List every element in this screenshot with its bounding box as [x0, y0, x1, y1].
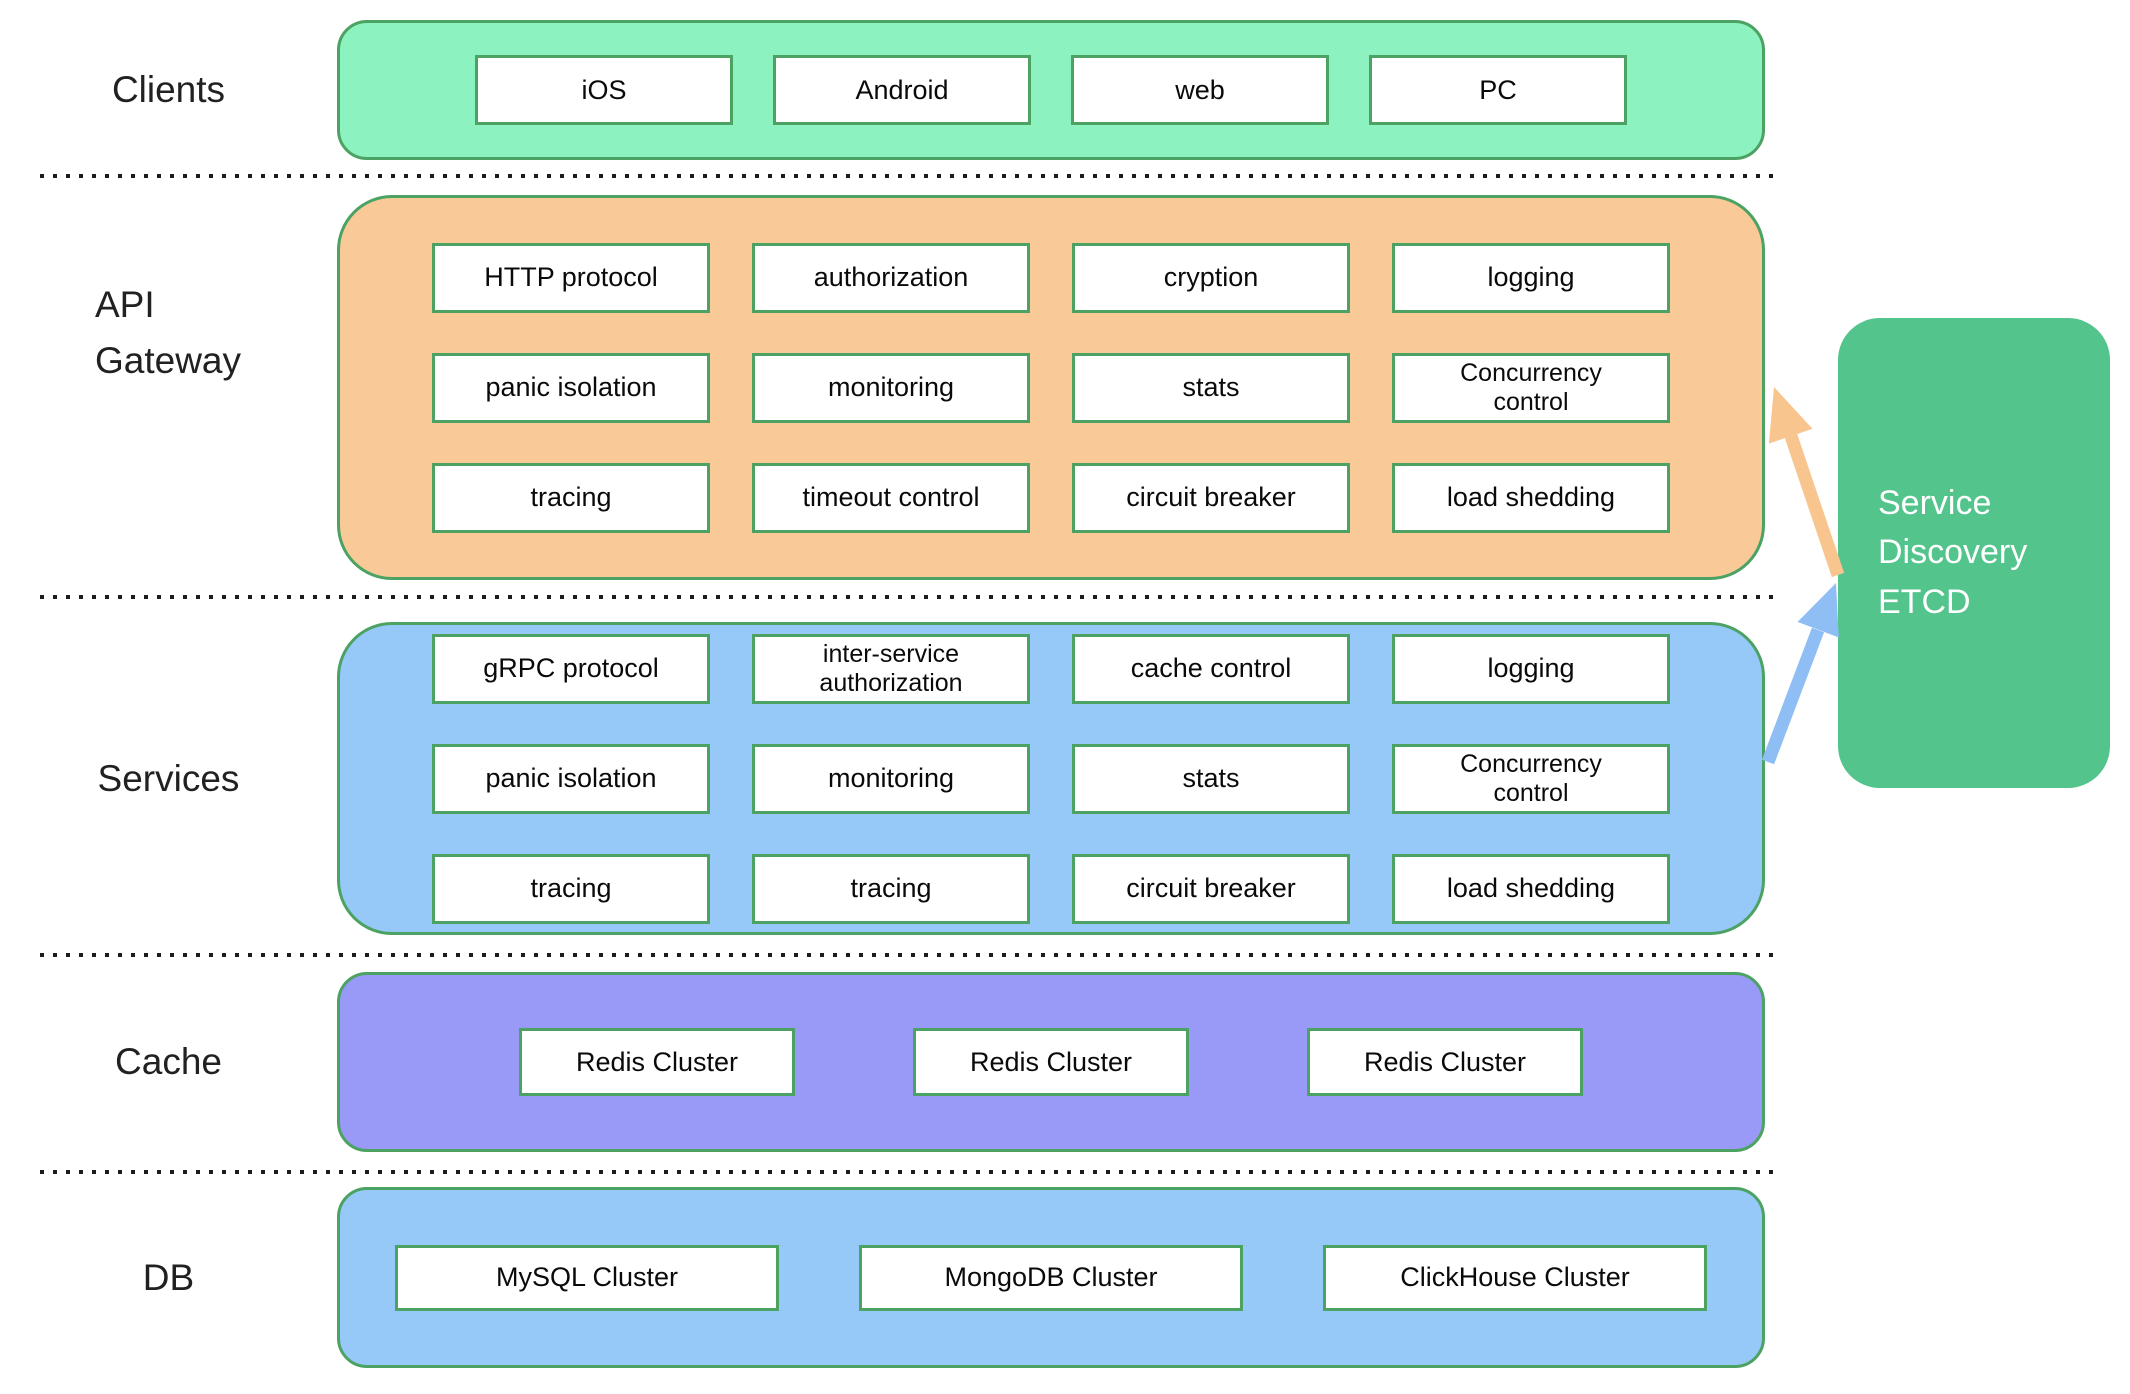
services-row-3: tracing tracing circuit breaker load she… — [340, 853, 1762, 924]
feature-box-circuit-breaker: circuit breaker — [1072, 462, 1350, 533]
feature-box-cryption: cryption — [1072, 242, 1350, 313]
api-gateway-row-3: tracing timeout control circuit breaker … — [340, 462, 1762, 533]
separator-dotted-4 — [40, 1170, 1780, 1174]
layer-label-api-line1: API — [95, 284, 155, 325]
layer-label-db: DB — [142, 1256, 195, 1298]
db-box-mongodb: MongoDB Cluster — [859, 1244, 1243, 1311]
db-band: MySQL Cluster MongoDB Cluster ClickHouse… — [337, 1187, 1765, 1368]
service-discovery-etcd-box: Service Discovery ETCD — [1838, 318, 2110, 788]
feature-box-logging-services: logging — [1392, 633, 1670, 704]
feature-box-concurrency-control: Concurrency control — [1392, 352, 1670, 423]
separator-dotted-2 — [40, 595, 1780, 599]
feature-box-concurrency-control-label: Concurrency control — [1460, 358, 1602, 416]
cache-box-redis-1: Redis Cluster — [519, 1028, 795, 1096]
feature-box-load-shedding-services: load shedding — [1392, 853, 1670, 924]
feature-box-monitoring-services: monitoring — [752, 743, 1030, 814]
feature-box-cache-control: cache control — [1072, 633, 1350, 704]
feature-box-http-protocol: HTTP protocol — [432, 242, 710, 313]
api-gateway-grid: HTTP protocol authorization cryption log… — [340, 242, 1762, 533]
clients-band: iOS Android web PC — [337, 20, 1765, 160]
feature-box-timeout-control: timeout control — [752, 462, 1030, 533]
etcd-label-line3: ETCD — [1878, 582, 1971, 621]
cache-band: Redis Cluster Redis Cluster Redis Cluste… — [337, 972, 1765, 1152]
separator-dotted-3 — [40, 953, 1780, 957]
client-box-ios: iOS — [475, 55, 733, 125]
layer-label-services: Services — [97, 757, 240, 799]
feature-box-panic-isolation: panic isolation — [432, 352, 710, 423]
feature-box-stats: stats — [1072, 352, 1350, 423]
feature-box-tracing: tracing — [432, 462, 710, 533]
arrow-api-gateway-to-etcd — [1768, 387, 1845, 578]
api-gateway-row-1: HTTP protocol authorization cryption log… — [340, 242, 1762, 313]
etcd-label-line1: Service — [1878, 484, 1992, 523]
feature-box-concurrency-control-services: Concurrency control — [1392, 743, 1670, 814]
services-row-2: panic isolation monitoring stats Concurr… — [340, 743, 1762, 814]
api-gateway-band: HTTP protocol authorization cryption log… — [337, 195, 1765, 580]
layer-label-api-line2: Gateway — [95, 339, 242, 381]
feature-box-tracing-services-1: tracing — [432, 853, 710, 924]
arrow-services-to-etcd — [1761, 583, 1839, 765]
feature-box-grpc-protocol: gRPC protocol — [432, 633, 710, 704]
feature-box-load-shedding: load shedding — [1392, 462, 1670, 533]
layer-label-api-gateway: API Gateway — [95, 140, 241, 525]
feature-box-tracing-services-2: tracing — [752, 853, 1030, 924]
feature-box-stats-services: stats — [1072, 743, 1350, 814]
feature-box-panic-isolation-services: panic isolation — [432, 743, 710, 814]
client-box-android: Android — [773, 55, 1031, 125]
feature-box-monitoring: monitoring — [752, 352, 1030, 423]
layer-label-clients: Clients — [111, 69, 226, 110]
client-box-web: web — [1071, 55, 1329, 125]
layer-label-cache: Cache — [115, 1041, 222, 1082]
client-box-pc: PC — [1369, 55, 1627, 125]
feature-box-circuit-breaker-services: circuit breaker — [1072, 853, 1350, 924]
etcd-label-line2: Discovery — [1878, 533, 2028, 572]
feature-box-authorization: authorization — [752, 242, 1030, 313]
feature-box-concurrency-control-services-label: Concurrency control — [1460, 749, 1602, 807]
cache-box-redis-3: Redis Cluster — [1307, 1028, 1583, 1096]
separator-dotted-1 — [40, 174, 1780, 178]
services-row-1: gRPC protocol inter-service authorizatio… — [340, 633, 1762, 704]
feature-box-inter-service-authorization: inter-service authorization — [752, 633, 1030, 704]
cache-box-redis-2: Redis Cluster — [913, 1028, 1189, 1096]
api-gateway-row-2: panic isolation monitoring stats Concurr… — [340, 352, 1762, 423]
services-grid: gRPC protocol inter-service authorizatio… — [340, 633, 1762, 924]
db-box-mysql: MySQL Cluster — [395, 1244, 779, 1311]
services-band: gRPC protocol inter-service authorizatio… — [337, 622, 1765, 935]
feature-box-logging: logging — [1392, 242, 1670, 313]
db-box-clickhouse: ClickHouse Cluster — [1323, 1244, 1707, 1311]
feature-box-inter-service-authorization-label: inter-service authorization — [819, 639, 963, 697]
